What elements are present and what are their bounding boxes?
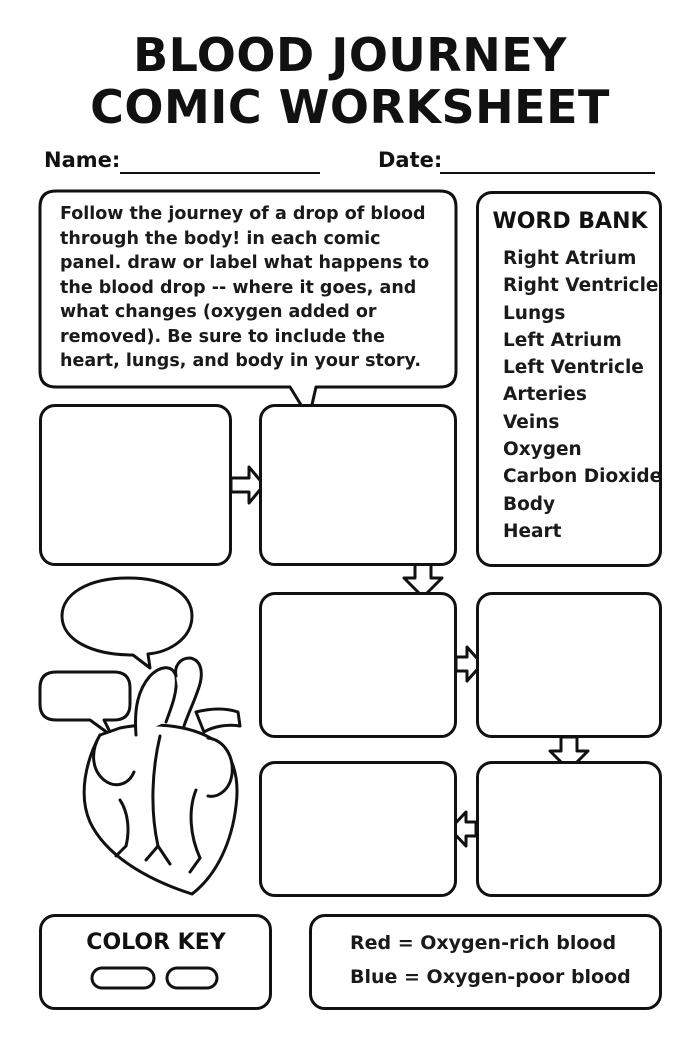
comic-panel-4[interactable] bbox=[476, 592, 662, 738]
comic-panel-1[interactable] bbox=[39, 404, 232, 566]
heart-illustration-icon bbox=[82, 656, 242, 896]
word-bank-item: Left Ventricle bbox=[503, 357, 644, 379]
speech-bubble-icon bbox=[38, 670, 132, 738]
arrow-down-icon bbox=[402, 562, 444, 599]
worksheet-title-line2: COMIC WORKSHEET bbox=[90, 80, 610, 134]
color-key-title: COLOR KEY bbox=[86, 930, 226, 955]
word-bank-item: Arteries bbox=[503, 384, 587, 406]
name-label: Name: bbox=[44, 148, 121, 172]
color-key-box bbox=[39, 914, 272, 1010]
worksheet-title-line1: BLOOD JOURNEY bbox=[133, 28, 567, 82]
word-bank-item: Right Atrium bbox=[503, 248, 637, 269]
word-bank-list: Right Atrium Right Ventricle Lungs Left … bbox=[503, 245, 662, 545]
legend-red-text: Red = Oxygen-rich blood bbox=[350, 932, 617, 954]
arrow-down-icon bbox=[548, 735, 590, 772]
word-bank-item: Heart bbox=[503, 520, 562, 542]
instructions-text: Follow the journey of a drop of blood th… bbox=[60, 204, 430, 371]
comic-panel-6[interactable] bbox=[476, 761, 662, 897]
arrow-right-icon bbox=[454, 645, 484, 683]
word-bank-item: Left Atrium bbox=[503, 329, 622, 351]
date-label: Date: bbox=[378, 148, 443, 172]
color-legend-box bbox=[309, 914, 662, 1010]
arrow-right-icon bbox=[229, 465, 266, 505]
word-bank-item: Veins bbox=[503, 411, 560, 433]
instructions-speech-bubble bbox=[38, 189, 458, 420]
word-bank-item: Carbon Dioxide bbox=[503, 466, 663, 488]
word-bank-box bbox=[476, 191, 662, 567]
word-bank-item: Body bbox=[503, 493, 556, 515]
comic-panel-2[interactable] bbox=[259, 404, 457, 566]
word-bank-item: Oxygen bbox=[503, 439, 582, 461]
comic-panel-5[interactable] bbox=[259, 761, 457, 897]
name-blank-line[interactable] bbox=[120, 172, 320, 174]
word-bank-item: Right Ventricle bbox=[503, 275, 659, 297]
word-bank-item: Lungs bbox=[503, 302, 566, 324]
comic-panel-3[interactable] bbox=[259, 592, 457, 738]
speech-bubble-icon bbox=[60, 576, 194, 670]
legend-blue-text: Blue = Oxygen-poor blood bbox=[350, 966, 631, 988]
arrow-left-icon bbox=[448, 810, 478, 848]
word-bank-title: WORD BANK bbox=[492, 209, 648, 234]
date-blank-line[interactable] bbox=[440, 172, 655, 174]
